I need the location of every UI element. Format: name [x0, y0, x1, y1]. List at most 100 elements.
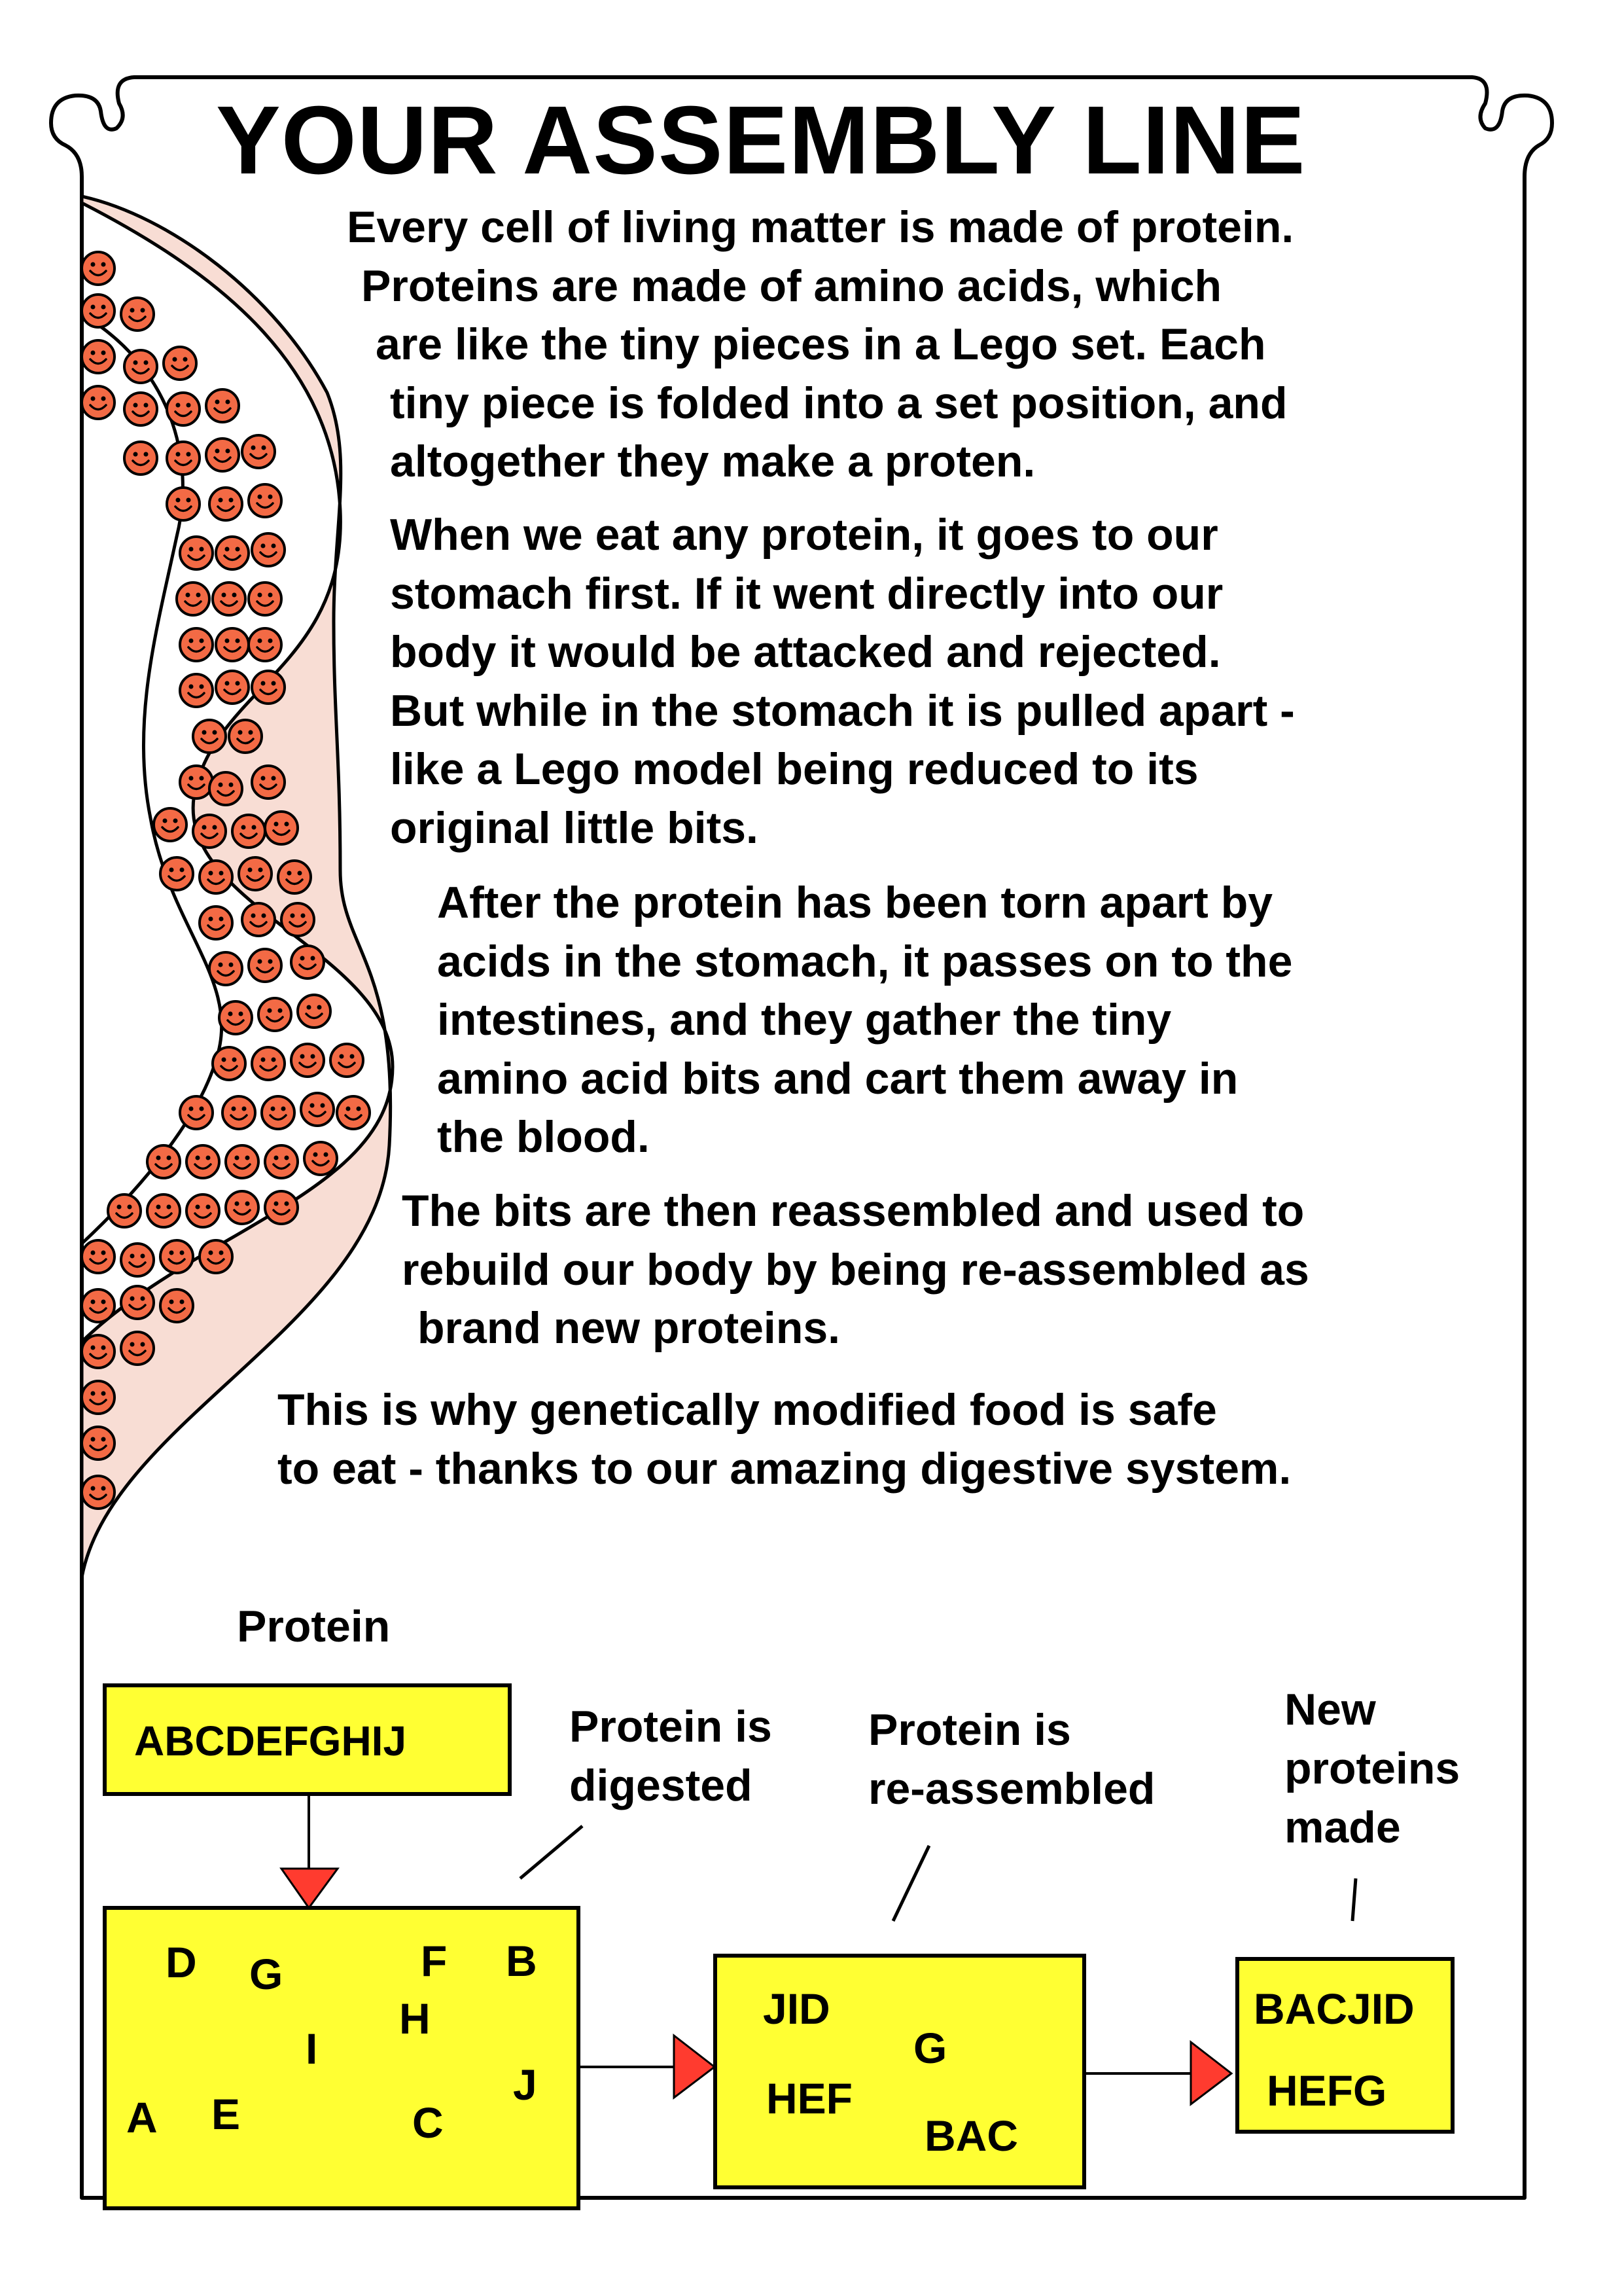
paragraph-line: Proteins are made of amino acids, which [361, 260, 1222, 311]
paragraph-line: body it would be attacked and rejected. [390, 627, 1221, 677]
smiley-cell [185, 1193, 221, 1229]
smiley-cell [166, 486, 201, 522]
paragraph-line: brand new proteins. [417, 1303, 841, 1353]
paragraph-line: tiny piece is folded into a set position… [390, 378, 1288, 428]
smiley-cell [198, 1239, 234, 1274]
smiley-cell [205, 388, 240, 423]
smiley-cell [260, 1095, 296, 1130]
smiley-cell [251, 532, 286, 567]
smiley-cell [215, 670, 250, 705]
label-line: proteins [1284, 1744, 1460, 1793]
smiley-cell [264, 810, 299, 846]
reassembled-label: Protein is re-assembled [868, 1700, 1155, 1818]
smiley-cell [80, 251, 116, 286]
smiley-cell [224, 1144, 260, 1179]
protein-sequence: ABCDEFGHIJ [134, 1717, 407, 1765]
new-protein: HEFG [1267, 2066, 1387, 2115]
smiley-cell [179, 673, 214, 708]
paragraph-2: When we eat any protein, it goes to our … [390, 506, 1295, 857]
smiley-cell [211, 1046, 247, 1081]
smiley-cell [238, 856, 273, 891]
smiley-cell [80, 1380, 116, 1415]
label-line: re-assembled [868, 1764, 1156, 1814]
smiley-cell [80, 1426, 116, 1461]
smiley-cell [179, 535, 214, 571]
smiley-cell [290, 944, 325, 980]
new-proteins-label: New proteins made [1284, 1680, 1460, 1857]
smiley-cell [162, 346, 198, 381]
amino-letter: I [306, 2024, 318, 2073]
paragraph-3: After the protein has been torn apart by… [437, 874, 1292, 1167]
smiley-cell [80, 293, 116, 329]
leader-new [1350, 1878, 1358, 1922]
amino-letter: A [126, 2093, 158, 2142]
smiley-cell [215, 535, 250, 571]
amino-letter: J [513, 2060, 537, 2109]
smiley-cell [300, 1092, 335, 1127]
paragraph-line: are like the tiny pieces in a Lego set. … [376, 319, 1266, 369]
paragraph-5: This is why genetically modified food is… [277, 1381, 1291, 1498]
smiley-cell [329, 1043, 364, 1078]
smiley-cell [146, 1193, 181, 1229]
paragraph-line: amino acid bits and cart them away in [437, 1053, 1239, 1103]
reassembled-box: JID G HEF BAC [713, 1954, 1086, 2189]
paragraph-1: Every cell of living matter is made of p… [347, 198, 1294, 492]
paragraph-line: acids in the stomach, it passes on to th… [437, 936, 1293, 986]
smiley-cell [211, 581, 247, 617]
paragraph-line: When we eat any protein, it goes to our [390, 510, 1218, 560]
amino-letter: D [166, 1938, 197, 1986]
smiley-cell [146, 1144, 181, 1179]
smiley-cell [264, 1144, 299, 1179]
label-line: made [1284, 1803, 1401, 1852]
amino-group: BAC [925, 2111, 1018, 2160]
paragraph-line: rebuild our body by being re-assembled a… [402, 1244, 1309, 1295]
amino-letter: G [249, 1950, 283, 1998]
smiley-cell [247, 948, 283, 983]
smiley-cell [264, 1190, 299, 1225]
smiley-cell [80, 385, 116, 420]
protein-box: ABCDEFGHIJ [103, 1683, 512, 1796]
paragraph-line: to eat - thanks to our amazing digestive… [277, 1443, 1292, 1494]
smiley-cell [231, 814, 266, 849]
smiley-cell [221, 1095, 256, 1130]
paragraph-line: the blood. [437, 1112, 650, 1162]
new-proteins-box: BACJID HEFG [1235, 1957, 1455, 2134]
leader-digested [519, 1825, 584, 1880]
smiley-cell [251, 764, 286, 800]
smiley-cell [159, 856, 194, 891]
smiley-cell [120, 296, 155, 332]
page-title: YOUR ASSEMBLY LINE [216, 86, 1306, 194]
smiley-cell [179, 627, 214, 662]
smiley-cell [303, 1141, 338, 1176]
paragraph-line: Every cell of living matter is made of p… [347, 202, 1294, 252]
amino-group: HEF [766, 2074, 853, 2123]
label-line: New [1284, 1685, 1376, 1734]
smiley-cell [198, 905, 234, 941]
smiley-cell [185, 1144, 221, 1179]
smiley-cell [179, 1095, 214, 1130]
smiley-cell [166, 391, 201, 427]
smiley-cell [198, 859, 234, 895]
smiley-cell [120, 1242, 155, 1278]
smiley-cell [120, 1285, 155, 1320]
down-arrow [279, 1867, 340, 1910]
digested-box: D G F B H I J A E C [103, 1906, 580, 2210]
label-line: digested [569, 1761, 752, 1810]
smiley-cell [120, 1331, 155, 1366]
smiley-cell [205, 437, 240, 473]
smiley-cell [247, 483, 283, 518]
smiley-cell [208, 486, 243, 522]
paragraph-4: The bits are then reassembled and used t… [402, 1182, 1309, 1358]
paragraph-line: This is why genetically modified food is… [277, 1385, 1217, 1435]
new-protein: BACJID [1254, 1984, 1415, 2033]
smiley-cell [80, 1239, 116, 1274]
smiley-cell [175, 581, 211, 617]
smiley-cell [123, 349, 158, 384]
smiley-cell [208, 771, 243, 806]
smiley-cell [280, 902, 315, 937]
smiley-cell [241, 902, 276, 937]
smiley-cell [251, 670, 286, 705]
smiley-cell [251, 1046, 286, 1081]
ornamental-border [49, 75, 1554, 2200]
